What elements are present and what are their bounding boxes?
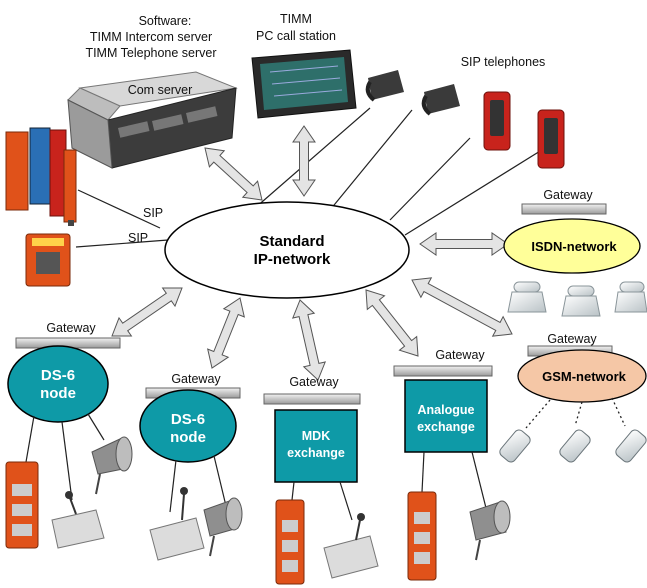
isdn-network-label: ISDN-network: [531, 239, 617, 254]
analogue-loudspeaker: [469, 500, 511, 561]
arrow-ds6-left: [111, 287, 183, 337]
timm-title: TIMM: [280, 12, 312, 26]
arrow-ds6-mid: [207, 297, 245, 369]
software-intercom-label: TIMM Intercom server: [90, 30, 212, 44]
gateway-analogue-label: Gateway: [435, 348, 485, 362]
sip-label-1: SIP: [143, 206, 163, 220]
gateway-gsm-label: Gateway: [547, 332, 597, 346]
ds6-left-line1: DS-6: [41, 367, 75, 384]
arrow-analogue: [365, 289, 419, 357]
ds6-left-branch: Gateway DS-6 node: [5, 321, 133, 549]
ds6-mid-desk-station: [149, 487, 205, 561]
help-point-box: [25, 233, 71, 287]
pc-call-station-image: [251, 49, 357, 119]
mdk-line1: MDK: [302, 429, 330, 443]
gsm-radio-links: [525, 397, 626, 429]
ds6-mid-loudspeaker: [203, 497, 243, 557]
ds6-mid-branch: Gateway DS-6 node: [139, 372, 243, 561]
isdn-telephone-icons: [507, 281, 647, 317]
ds6-left-desk-station: [51, 491, 105, 549]
ds6-left-line2: node: [40, 385, 76, 402]
gateway-analogue-icon: [393, 365, 493, 377]
gateway-ds6-mid-label: Gateway: [171, 372, 221, 386]
analogue-branch: Gateway Analogue exchange: [393, 348, 511, 581]
mdk-branch: Gateway MDK exchange: [263, 375, 379, 585]
mdk-line2: exchange: [287, 446, 345, 460]
com-server-label: Com server: [128, 83, 193, 97]
arrow-isdn: [419, 232, 509, 256]
gateway-ds6-left-label: Gateway: [46, 321, 96, 335]
gateway-isdn-label: Gateway: [543, 188, 593, 202]
arrow-gsm: [411, 277, 513, 337]
connection-lines: [75, 107, 546, 248]
ds6-mid-line2: node: [170, 429, 206, 446]
isdn-branch: Gateway ISDN-network: [503, 188, 647, 317]
software-heading: Software:: [139, 14, 192, 28]
gsm-network-label: GSM-network: [542, 369, 627, 384]
analogue-line2: exchange: [417, 420, 475, 434]
mobile-phone-icons: [499, 429, 647, 463]
ds6-mid-line1: DS-6: [171, 411, 205, 428]
mdk-desk-station: [323, 513, 379, 579]
com-server-group: Software: TIMM Intercom server TIMM Tele…: [67, 14, 238, 169]
ip-network: Standard IP-network: [164, 201, 410, 299]
gsm-branch: Gateway GSM-network: [499, 332, 647, 463]
sip-phone-2: [421, 84, 460, 116]
ip-network-line2: IP-network: [254, 251, 331, 268]
gateway-isdn-icon: [521, 203, 607, 215]
sip-emergency-phone-1: [483, 91, 511, 151]
sip-label-2: SIP: [128, 231, 148, 245]
ip-network-line1: Standard: [259, 233, 324, 250]
sip-telephones-label: SIP telephones: [461, 55, 546, 69]
analogue-help-point: [407, 491, 437, 581]
timm-subtitle: PC call station: [256, 29, 336, 43]
ds6-left-help-point: [5, 461, 39, 549]
double-arrows: [111, 125, 513, 381]
sip-phone-1: [365, 70, 404, 102]
mdk-help-point: [275, 499, 305, 585]
sip-emergency-phone-2: [537, 109, 565, 169]
help-point-columns: [5, 127, 77, 226]
software-telephone-label: TIMM Telephone server: [85, 46, 216, 60]
arrow-com-server: [204, 147, 263, 201]
gateway-mdk-icon: [263, 393, 361, 405]
gateway-mdk-label: Gateway: [289, 375, 339, 389]
arrow-pc-station: [292, 125, 316, 197]
ds6-left-loudspeaker: [91, 436, 133, 495]
timm-group: TIMM PC call station: [251, 12, 357, 119]
com-server-image: [67, 71, 238, 169]
arrow-mdk: [291, 299, 327, 381]
analogue-line1: Analogue: [418, 403, 475, 417]
